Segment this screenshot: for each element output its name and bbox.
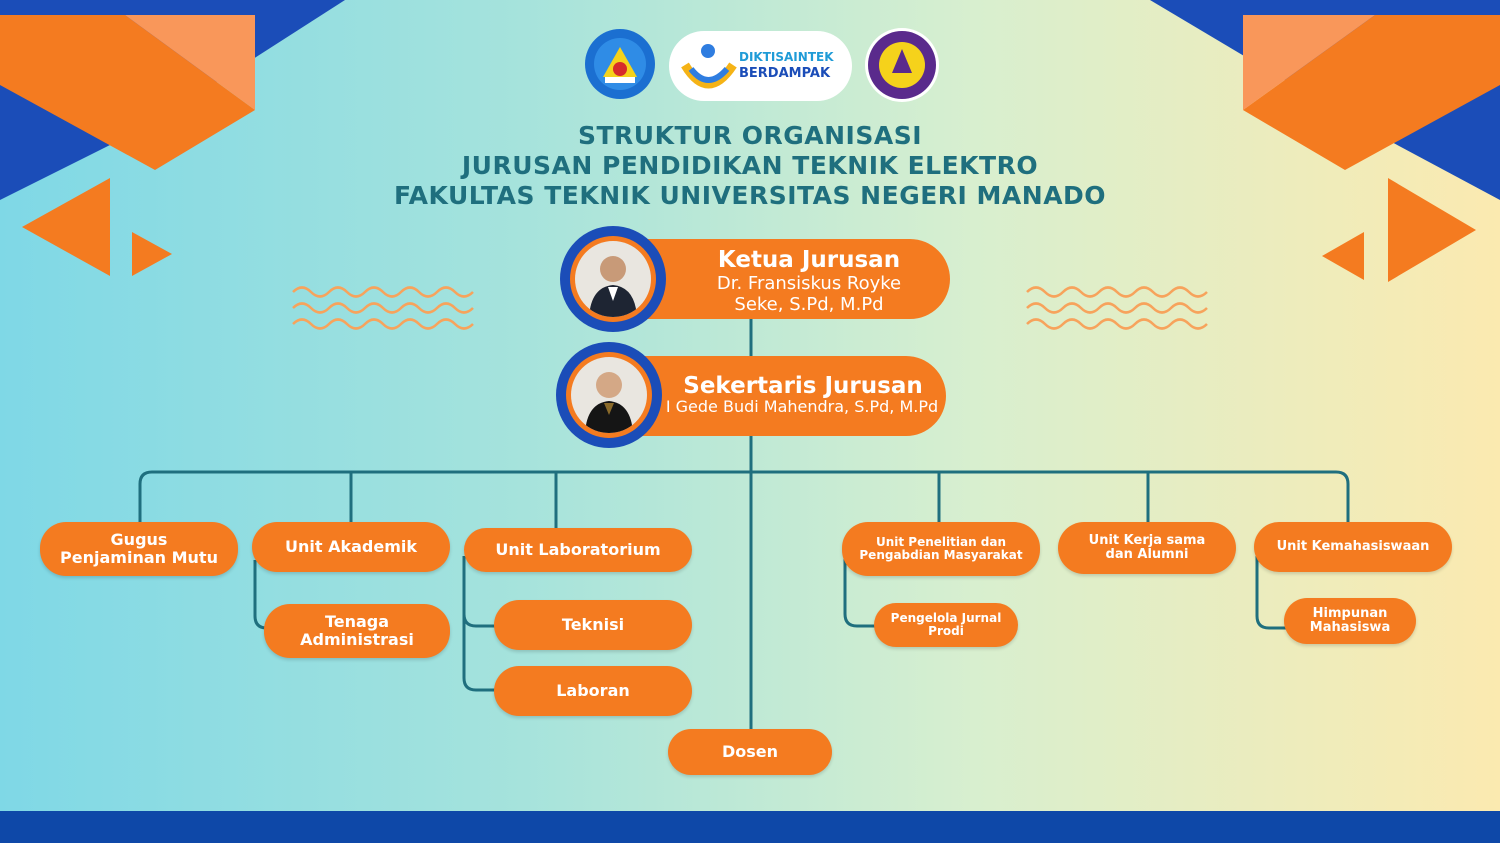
sub-lab [462,556,496,692]
unit-dosen: Dosen [668,729,832,775]
role-sekertaris: Sekertaris Jurusan [683,373,923,399]
triangle-left-large [22,178,110,276]
triangle-right-small [1322,232,1364,280]
sub-penelitian [843,556,875,628]
unit-pengelola-jurnal: Pengelola Jurnal Prodi [874,603,1018,647]
unit-tenaga-administrasi: Tenaga Administrasi [264,604,450,658]
name-sekertaris: I Gede Budi Mahendra, S.Pd, M.Pd [665,397,939,416]
unit-gugus-penjaminan-mutu: Gugus Penjaminan Mutu [40,522,238,576]
card-ketua-jurusan: Ketua Jurusan Dr. Fransiskus Royke Seke,… [560,226,952,334]
unit-laboran: Laboran [494,666,692,716]
role-ketua: Ketua Jurusan [717,247,901,273]
branch-bar [138,470,1350,522]
footer-bar [0,811,1500,843]
unit-penelitian-pengabdian: Unit Penelitian dan Pengabdian Masyaraka… [842,522,1040,576]
unit-akademik: Unit Akademik [252,522,450,572]
logo-diktisaintek-line2: BERDAMPAK [739,66,831,81]
logo-diktisaintek-line1: DIKTISAINTEK [739,50,834,64]
zigzag-right [1026,286,1208,330]
zigzag-left [292,286,474,330]
name-ketua-line2: Seke, S.Pd, M.Pd [734,294,884,315]
card-sekertaris-jurusan: Sekertaris Jurusan I Gede Budi Mahendra,… [556,342,948,450]
unit-teknisi: Teknisi [494,600,692,650]
corner-orange-shape-left [0,15,255,170]
avatar-sekertaris [571,357,647,433]
logo-tutwuri [583,27,657,101]
name-ketua-line1: Dr. Fransiskus Royke [716,273,902,294]
title-line-2: JURUSAN PENDIDIKAN TEKNIK ELEKTRO [461,151,1039,180]
corner-light-orange-left [125,15,255,110]
sub-kemahasiswaan [1255,556,1286,630]
triangle-left-small [132,232,172,276]
unit-kemahasiswaan: Unit Kemahasiswaan [1254,522,1452,572]
triangle-right-large [1388,178,1476,282]
corner-orange-shape-right [1243,15,1500,170]
avatar-ketua [575,241,651,317]
unit-kerja-sama-alumni: Unit Kerja sama dan Alumni [1058,522,1236,574]
title-line-1: STRUKTUR ORGANISASI [577,121,923,150]
logo-diktisaintek: DIKTISAINTEK BERDAMPAK [669,31,852,101]
logo-unima [864,27,940,103]
unit-laboratorium: Unit Laboratorium [464,528,692,572]
unit-himpunan-mahasiswa: Himpunan Mahasiswa [1284,598,1416,644]
title-line-3: FAKULTAS TEKNIK UNIVERSITAS NEGERI MANAD… [393,181,1107,210]
corner-light-orange-right [1243,15,1375,110]
